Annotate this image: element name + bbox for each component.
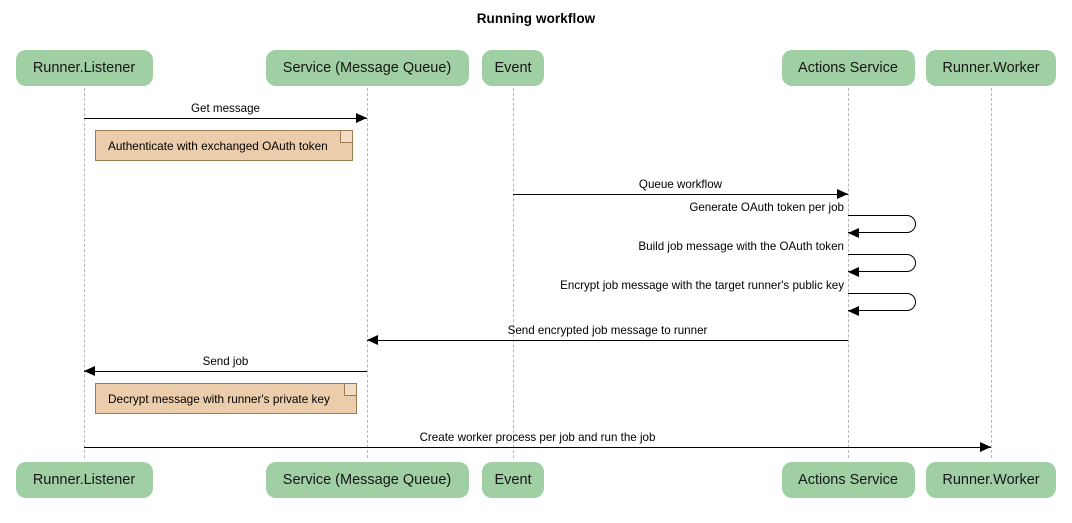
lifeline-event xyxy=(513,88,514,458)
arrowhead-right-icon xyxy=(837,189,848,200)
participant-runner-listener-bottom[interactable]: Runner.Listener xyxy=(15,462,153,498)
participant-label: Service (Message Queue) xyxy=(282,472,452,488)
lifeline-actions-service xyxy=(848,88,849,458)
lifeline-service-message-queue xyxy=(367,88,368,458)
arrowhead-left-icon xyxy=(848,305,859,316)
participant-label: Actions Service xyxy=(798,60,898,76)
note-label: Authenticate with exchanged OAuth token xyxy=(108,138,328,153)
participant-runner-worker-bottom[interactable]: Runner.Worker xyxy=(926,462,1056,498)
participant-label: Runner.Listener xyxy=(32,60,136,76)
participant-label: Actions Service xyxy=(798,472,898,488)
message-label: Encrypt job message with the target runn… xyxy=(560,279,844,292)
message-label: Send job xyxy=(202,355,249,368)
arrowhead-right-icon xyxy=(980,442,991,453)
participant-label: Service (Message Queue) xyxy=(282,60,452,76)
message-line xyxy=(84,447,991,448)
page-title: Running workflow xyxy=(476,11,596,26)
note-fold-corner-icon xyxy=(340,131,352,143)
participant-label: Runner.Listener xyxy=(32,472,136,488)
participant-service-message-queue-top[interactable]: Service (Message Queue) xyxy=(265,50,469,86)
arrowhead-left-icon xyxy=(848,227,859,238)
note-fold-corner-icon xyxy=(344,384,356,396)
message-line xyxy=(367,340,848,341)
arrowhead-left-icon xyxy=(848,266,859,277)
note-authenticate-with-exchanged-oauth-token[interactable]: Authenticate with exchanged OAuth token xyxy=(95,130,353,161)
participant-label: Runner.Worker xyxy=(942,60,1040,76)
message-line xyxy=(513,194,848,195)
participant-label: Runner.Worker xyxy=(942,472,1040,488)
note-label: Decrypt message with runner's private ke… xyxy=(108,391,330,406)
message-label: Build job message with the OAuth token xyxy=(638,240,844,253)
self-loop-path xyxy=(848,293,916,311)
message-label: Create worker process per job and run th… xyxy=(419,431,656,444)
message-line xyxy=(84,118,367,119)
message-label: Queue workflow xyxy=(638,178,723,191)
arrowhead-left-icon xyxy=(367,335,378,346)
participant-label: Event xyxy=(494,472,532,488)
participant-service-message-queue-bottom[interactable]: Service (Message Queue) xyxy=(265,462,469,498)
participant-event-top[interactable]: Event xyxy=(482,50,544,86)
lifeline-runner-listener xyxy=(84,88,85,458)
message-label: Get message xyxy=(191,102,260,115)
note-decrypt-message-with-runners-private-key[interactable]: Decrypt message with runner's private ke… xyxy=(95,383,357,414)
participant-label: Event xyxy=(494,60,532,76)
self-loop-path xyxy=(848,254,916,272)
participant-runner-worker-top[interactable]: Runner.Worker xyxy=(926,50,1056,86)
self-loop-path xyxy=(848,215,916,233)
message-label: Generate OAuth token per job xyxy=(689,201,844,214)
arrowhead-right-icon xyxy=(356,113,367,124)
message-label: Send encrypted job message to runner xyxy=(507,324,708,337)
participant-actions-service-bottom[interactable]: Actions Service xyxy=(781,462,915,498)
lifeline-runner-worker xyxy=(991,88,992,458)
participant-event-bottom[interactable]: Event xyxy=(482,462,544,498)
message-line xyxy=(84,371,367,372)
participant-actions-service-top[interactable]: Actions Service xyxy=(781,50,915,86)
participant-runner-listener-top[interactable]: Runner.Listener xyxy=(15,50,153,86)
arrowhead-left-icon xyxy=(84,366,95,377)
